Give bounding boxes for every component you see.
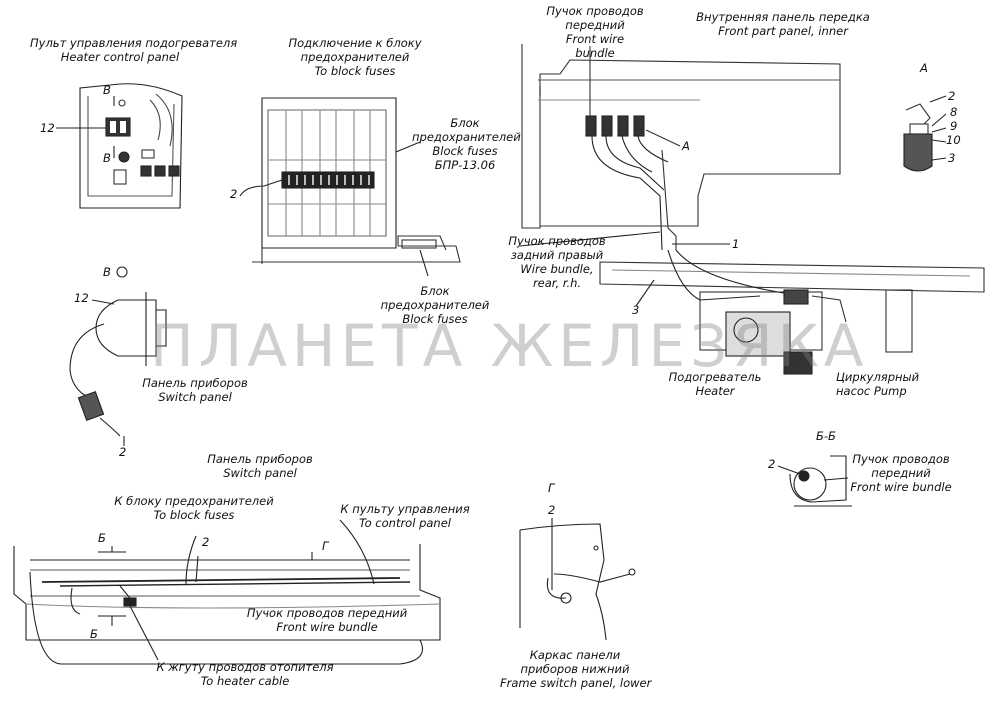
- label-line: Switch panel: [158, 390, 232, 404]
- label-frame-switch-panel-lower: Каркас панели приборов нижний Frame swit…: [500, 648, 652, 690]
- section-mark-b-bottom: Б: [90, 627, 98, 641]
- label-front-wire-bundle-top: Пучок проводов передний Front wire bundl…: [540, 4, 650, 60]
- section-bb-drawing: [777, 455, 852, 507]
- label-line: Подогреватель: [668, 370, 762, 384]
- label-fuse-block-bpr: Блок предохранителей Block fuses БПР-13.…: [412, 116, 521, 172]
- callout-2-view-v: 2: [119, 445, 127, 459]
- label-front-wire-bundle-bb: Пучок проводов передний Front wire bundl…: [846, 452, 956, 494]
- label-line: Пульт управления подогревателя: [30, 36, 238, 50]
- callout-3: 3: [632, 303, 640, 317]
- callout-12-view-v: 12: [74, 291, 89, 305]
- label-line: Внутренняя панель передка: [696, 10, 870, 24]
- heater-control-panel-drawing: [56, 83, 183, 209]
- callout-9: 9: [950, 119, 958, 133]
- label-line: Front wire: [565, 32, 625, 46]
- label-heater: Подогреватель Heater: [660, 370, 770, 398]
- label-line: To block fuses: [314, 64, 396, 78]
- label-circulation-pump: Циркулярный насос Pump: [836, 370, 946, 398]
- label-line: Block fuses: [402, 312, 468, 326]
- label-line: Front wire bundle: [850, 480, 952, 494]
- label-line: Front wire bundle: [276, 620, 378, 634]
- callout-2-fuse: 2: [230, 187, 238, 201]
- label-line: Панель приборов: [142, 376, 248, 390]
- label-line: Блок: [450, 116, 480, 130]
- view-g-title: Г: [548, 481, 555, 495]
- label-line: передний: [565, 18, 625, 32]
- label-line: Подключение к блоку: [288, 36, 422, 50]
- label-front-wire-bundle-bottom: Пучок проводов передний Front wire bundl…: [244, 606, 410, 634]
- label-line: предохранителей: [380, 298, 490, 312]
- callout-12-heater-panel: 12: [40, 121, 55, 135]
- view-g-drawing: [519, 518, 636, 641]
- label-line: Heater: [695, 384, 735, 398]
- label-line: To block fuses: [153, 508, 235, 522]
- label-to-control-panel: К пульту управления To control panel: [340, 502, 470, 530]
- front-panel-heater-drawing: [519, 44, 985, 375]
- callout-v-top: В: [103, 83, 111, 97]
- label-line: Пучок проводов: [508, 234, 606, 248]
- label-line: Frame switch panel, lower: [500, 676, 652, 690]
- label-line: Switch panel: [223, 466, 297, 480]
- label-line: К жгуту проводов отопителя: [156, 660, 334, 674]
- label-line: To heater cable: [200, 674, 290, 688]
- callout-2-switch-panel: 2: [202, 535, 210, 549]
- label-line: Блок: [420, 284, 450, 298]
- label-block-fuses-connection: Подключение к блоку предохранителей To b…: [282, 36, 428, 78]
- label-line: предохранителей: [412, 130, 521, 144]
- label-line: БПР-13.06: [434, 158, 496, 172]
- label-line: насос Pump: [836, 384, 907, 398]
- label-line: Пучок проводов: [546, 4, 644, 18]
- callout-2-section-bb: 2: [768, 457, 776, 471]
- label-line: Wire bundle,: [520, 262, 594, 276]
- callout-1: 1: [732, 237, 740, 251]
- label-switch-panel-1: Панель приборов Switch panel: [140, 376, 250, 404]
- label-line: передний: [871, 466, 931, 480]
- label-line: приборов нижний: [520, 662, 630, 676]
- label-line: К пульту управления: [340, 502, 470, 516]
- label-line: К блоку предохранителей: [114, 494, 274, 508]
- label-line: Пучок проводов: [852, 452, 950, 466]
- label-heater-control-panel: Пульт управления подогревателя Heater co…: [30, 36, 238, 64]
- label-switch-panel-2: Панель приборов Switch panel: [200, 452, 320, 480]
- callout-v-bottom: В: [103, 151, 111, 165]
- label-line: bundle: [575, 46, 615, 60]
- view-v-connector-drawing: [69, 266, 167, 446]
- label-line: Пучок проводов передний: [246, 606, 408, 620]
- label-line: rear, r.h.: [532, 276, 582, 290]
- label-fuse-block-lower: Блок предохранителей Block fuses: [372, 284, 498, 326]
- label-to-heater-cable: К жгуту проводов отопителя To heater cab…: [150, 660, 340, 688]
- label-line: Каркас панели: [529, 648, 621, 662]
- label-line: Block fuses: [432, 144, 498, 158]
- view-a-title: А: [920, 61, 928, 75]
- callout-10: 10: [946, 133, 961, 147]
- label-line: предохранителей: [300, 50, 410, 64]
- callout-2-view-a: 2: [948, 89, 956, 103]
- switch-panel-bottom-drawing: [13, 519, 441, 665]
- view-mark-g: Г: [322, 539, 329, 553]
- label-line: To control panel: [359, 516, 451, 530]
- view-v-title: В: [103, 265, 111, 279]
- label-line: Front part panel, inner: [718, 24, 848, 38]
- watermark: ПЛАНЕТА ЖЕЛЕЗЯКА: [150, 312, 869, 380]
- fuse-box-drawing: [239, 97, 461, 277]
- label-wire-bundle-rear-rh: Пучок проводов задний правый Wire bundle…: [504, 234, 610, 290]
- section-bb-title: Б-Б: [816, 429, 836, 443]
- label-front-part-panel-inner: Внутренняя панель передка Front part pan…: [690, 10, 876, 38]
- label-line: Циркулярный: [836, 370, 920, 384]
- view-a-drawing: [903, 95, 947, 172]
- callout-8: 8: [950, 105, 958, 119]
- section-mark-b-top: Б: [98, 531, 106, 545]
- label-to-block-fuses: К блоку предохранителей To block fuses: [110, 494, 278, 522]
- callout-2-view-g: 2: [548, 503, 556, 517]
- callout-3-view-a: 3: [948, 151, 956, 165]
- callout-a-mark: А: [682, 139, 690, 153]
- label-line: задний правый: [510, 248, 604, 262]
- label-line: Панель приборов: [207, 452, 313, 466]
- label-line: Heater control panel: [60, 50, 180, 64]
